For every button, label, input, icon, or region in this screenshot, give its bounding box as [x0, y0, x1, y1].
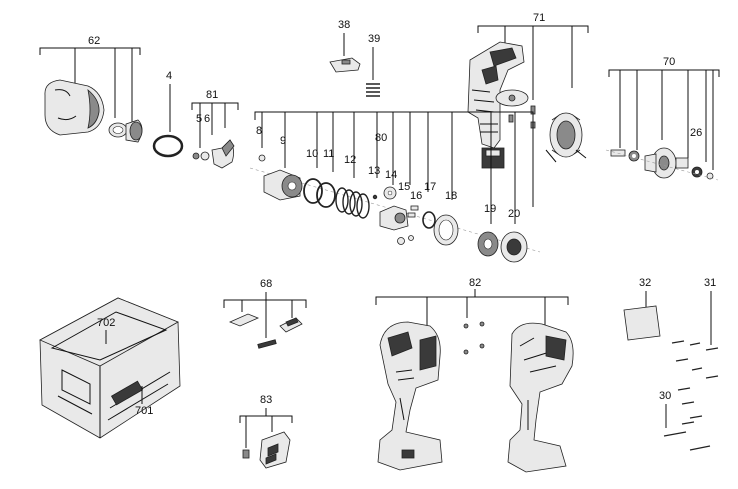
group-71: 71 — [467, 12, 589, 169]
callout-12: 12 — [344, 154, 356, 166]
callout-81: 81 — [206, 89, 218, 101]
part-ring-17 — [422, 211, 436, 229]
callout-18: 18 — [445, 190, 457, 202]
screw-set — [663, 340, 719, 451]
part-screw-71b — [508, 114, 514, 123]
callout-6: 6 — [204, 113, 210, 125]
group-62: 62 — [39, 35, 143, 143]
callout-31: 31 — [704, 277, 716, 289]
callout-19: 19 — [484, 203, 496, 215]
callout-702: 702 — [97, 317, 115, 329]
part-washer-15b — [397, 237, 405, 245]
callout-11: 11 — [323, 148, 334, 160]
part-ball-8 — [258, 154, 266, 162]
parts-38-39: 38 39 — [329, 19, 380, 97]
part-battery-contact — [401, 449, 415, 459]
part-electronics-board — [467, 41, 525, 149]
carry-case: 702 701 — [39, 297, 181, 439]
part-label-32 — [623, 305, 661, 341]
part-o-ring-4 — [152, 134, 184, 158]
part-spindle-15 — [379, 205, 409, 231]
part-washer-70 — [706, 172, 714, 180]
parts-32-31-30: 32 31 30 — [623, 277, 719, 451]
group-70: 70 26 — [605, 56, 720, 181]
part-case-latch — [110, 380, 144, 406]
callout-30: 30 — [659, 390, 671, 402]
part-spring-12 — [335, 187, 370, 219]
part-screw-82a — [463, 323, 469, 329]
part-ball-5 — [192, 152, 200, 160]
callout-71: 71 — [533, 12, 545, 24]
part-clip-68b — [257, 339, 277, 349]
callout-4: 4 — [166, 70, 172, 82]
part-4: 4 — [152, 70, 184, 158]
part-screw-83 — [242, 449, 250, 459]
callout-82: 82 — [469, 277, 481, 289]
callout-17: 17 — [424, 181, 436, 193]
callout-14: 14 — [385, 169, 397, 181]
callout-20: 20 — [508, 208, 520, 220]
part-switch-38 — [329, 57, 361, 73]
callout-39: 39 — [368, 33, 380, 45]
part-washer-10 — [303, 178, 323, 204]
group-82: 82 — [375, 277, 574, 473]
callout-32: 32 — [639, 277, 651, 289]
callout-9: 9 — [280, 135, 286, 147]
callout-10: 10 — [306, 148, 318, 160]
callout-80: 80 — [375, 132, 387, 144]
callout-701: 701 — [135, 405, 153, 417]
callout-38: 38 — [338, 19, 350, 31]
callout-8: 8 — [256, 125, 262, 137]
callout-13: 13 — [368, 165, 380, 177]
group-68: 68 — [223, 278, 307, 349]
callout-68: 68 — [260, 278, 272, 290]
part-washer-11 — [316, 182, 336, 208]
part-nose-opening — [87, 88, 100, 129]
group-80: 80 8 9 10 11 12 13 14 15 16 17 18 19 20 — [249, 111, 541, 263]
part-washer-6 — [200, 151, 210, 161]
group-83: 83 — [239, 394, 293, 469]
callout-15: 15 — [398, 181, 410, 193]
callout-70: 70 — [663, 56, 675, 68]
callout-83: 83 — [260, 394, 272, 406]
callout-26: 26 — [690, 127, 702, 139]
part-spring-39 — [366, 83, 380, 97]
part-pin-16 — [410, 205, 419, 211]
callout-62: 62 — [88, 35, 100, 47]
callout-16: 16 — [410, 190, 422, 202]
part-cover-68a — [228, 313, 260, 327]
callout-5: 5 — [196, 113, 202, 125]
part-ball-13 — [372, 194, 378, 200]
group-81: 81 5 6 — [191, 89, 239, 169]
